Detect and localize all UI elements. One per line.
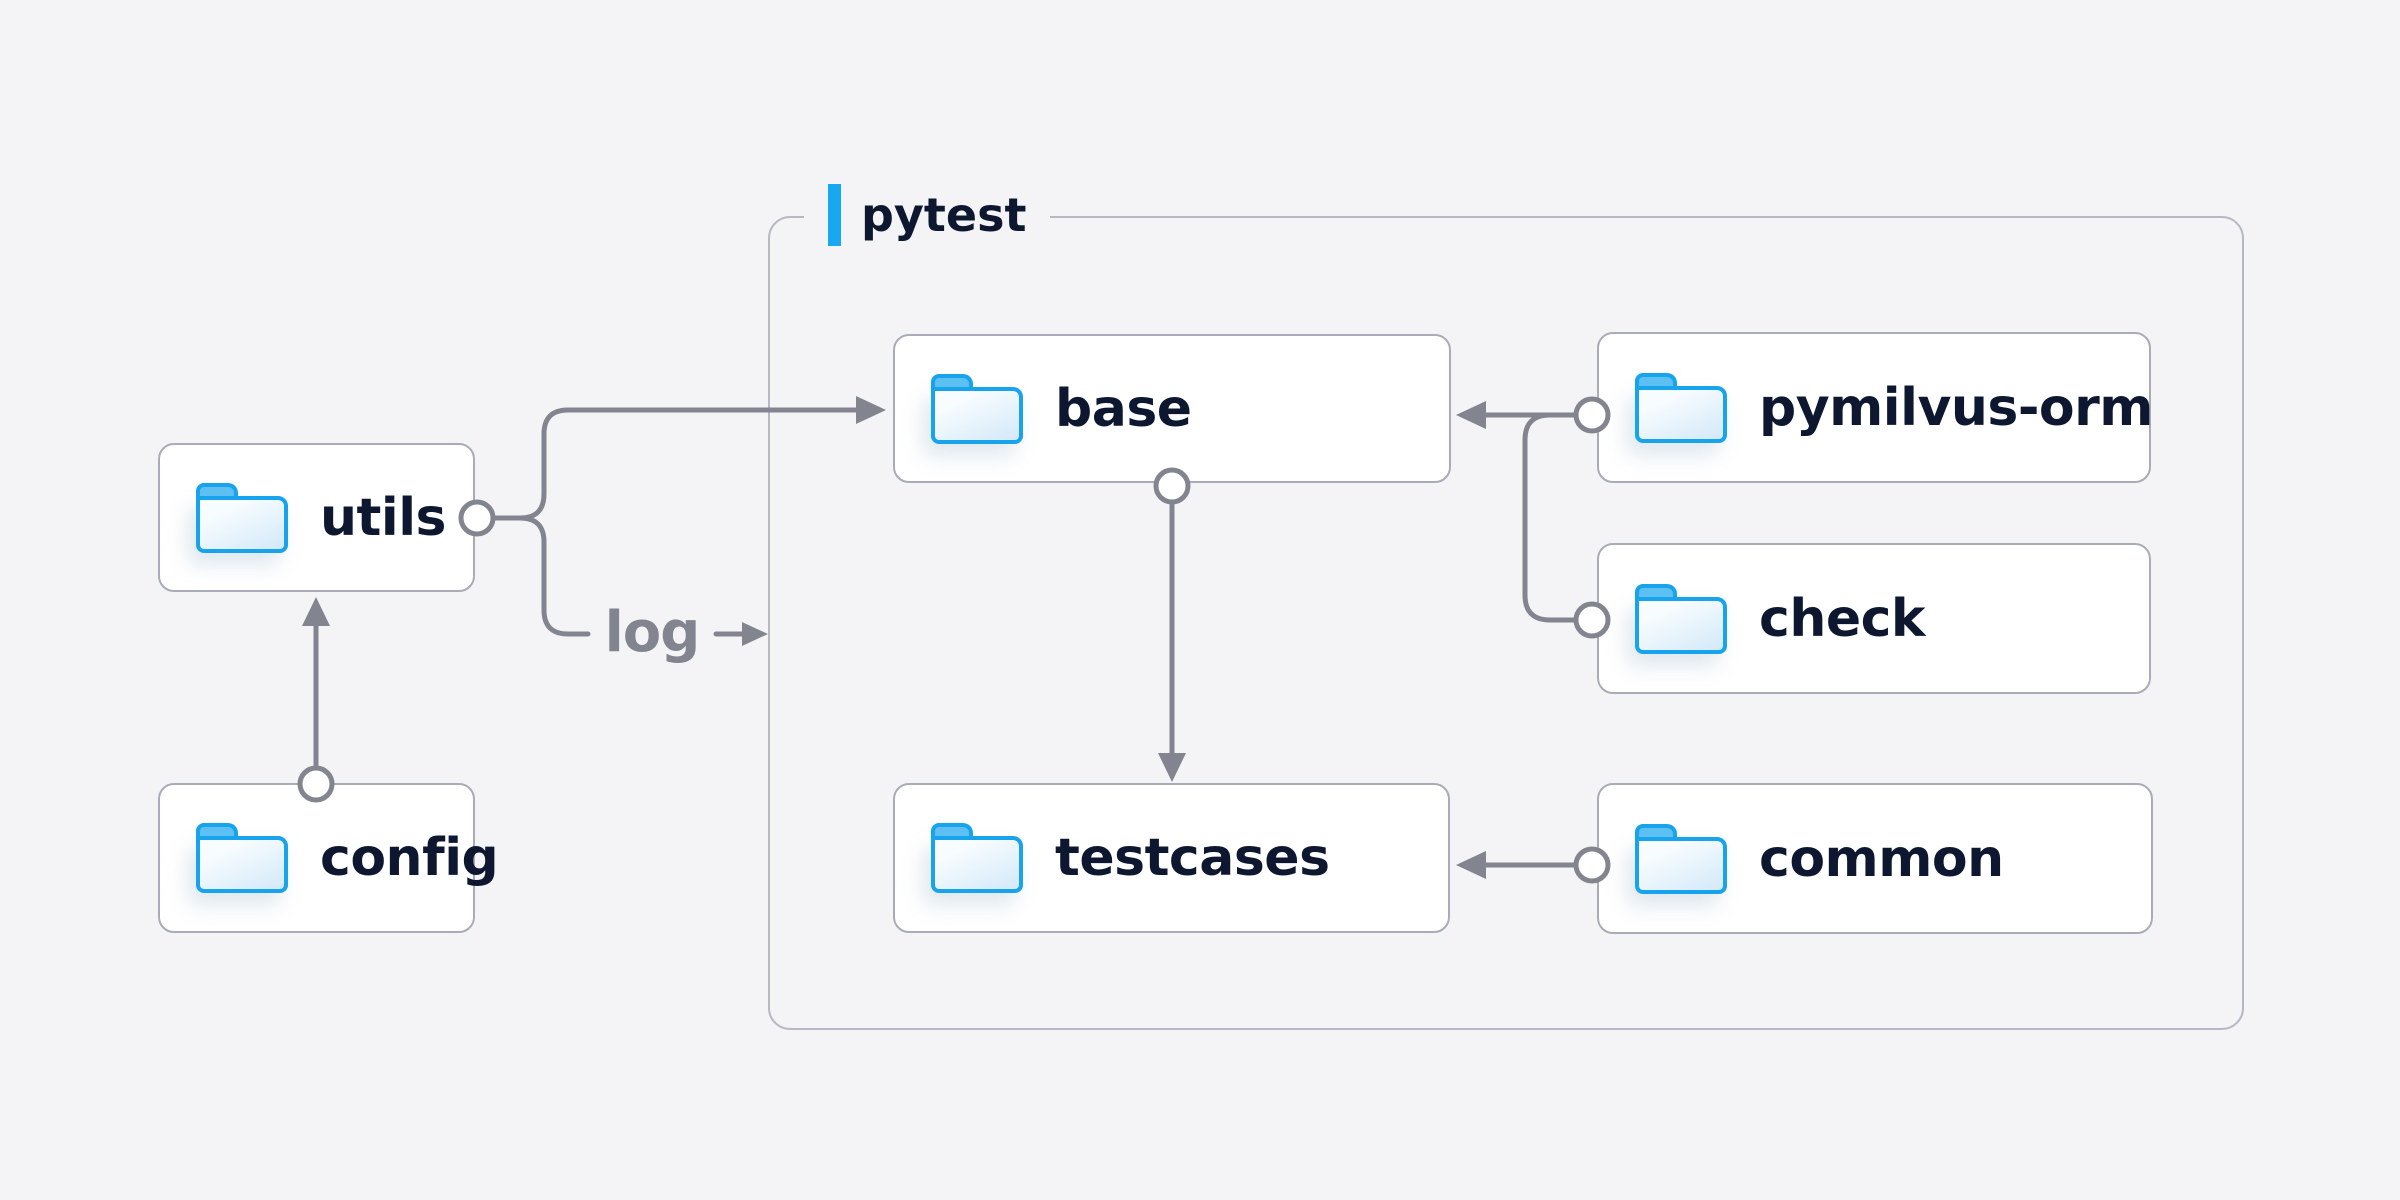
pytest-group-container	[768, 216, 2244, 1030]
node-label: common	[1759, 828, 2004, 889]
node-pymilvus-orm: pymilvus-orm	[1597, 332, 2153, 483]
node-testcases: testcases	[893, 783, 1450, 933]
group-title: pytest	[861, 188, 1027, 242]
node-label: check	[1759, 588, 1926, 649]
node-label: utils	[320, 487, 446, 548]
node-label: testcases	[1055, 828, 1330, 888]
pytest-group-label: pytest	[804, 182, 1051, 248]
accent-bar	[828, 184, 841, 246]
node-common: common	[1597, 783, 2153, 934]
folder-icon	[1635, 823, 1727, 894]
arrowhead-right-group	[742, 622, 768, 646]
edge-label-log: log	[604, 600, 701, 665]
folder-icon	[931, 823, 1023, 893]
node-label: base	[1055, 378, 1192, 439]
node-utils: utils	[158, 443, 475, 592]
folder-icon	[1635, 583, 1727, 654]
node-config: config	[158, 783, 499, 933]
arrowhead-up-utils	[302, 597, 330, 626]
folder-icon	[196, 482, 288, 553]
folder-icon	[196, 823, 288, 893]
folder-icon	[1635, 372, 1727, 443]
node-label: config	[320, 828, 499, 888]
folder-icon	[931, 373, 1023, 444]
node-check: check	[1597, 543, 2151, 694]
edge-utils-log	[517, 515, 591, 637]
node-base: base	[893, 334, 1451, 483]
node-label: pymilvus-orm	[1759, 377, 2153, 438]
